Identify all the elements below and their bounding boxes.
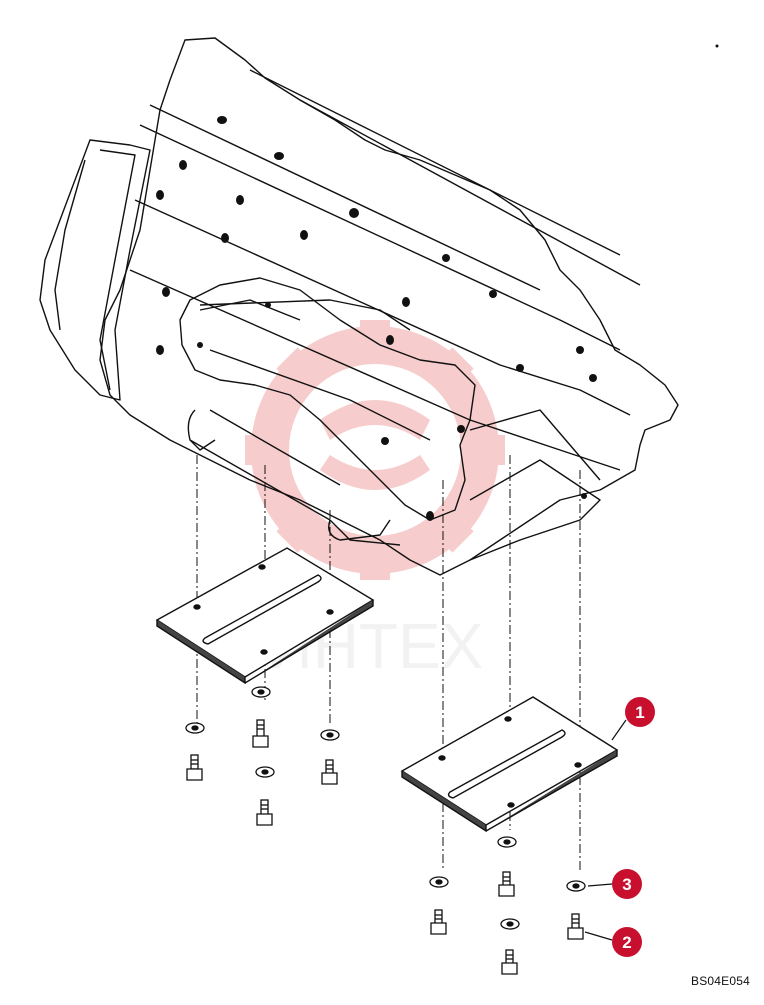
bolt xyxy=(498,871,515,897)
bolt xyxy=(252,719,269,748)
washer xyxy=(497,836,517,848)
frame-assembly xyxy=(39,37,679,576)
callout-3-label: 3 xyxy=(622,875,631,894)
callout-2-label: 2 xyxy=(622,933,631,952)
washer xyxy=(255,766,275,778)
drawing-code: BS04E054 xyxy=(691,974,750,988)
bolt xyxy=(321,759,338,785)
bolts xyxy=(186,719,584,975)
washer xyxy=(429,876,449,888)
callout-1-label: 1 xyxy=(635,703,644,722)
washer xyxy=(320,729,340,741)
washer xyxy=(185,722,205,734)
bolt xyxy=(567,913,584,940)
washers xyxy=(185,686,586,930)
bolt xyxy=(186,754,203,781)
left-wear-plate xyxy=(155,547,375,685)
callout-1: 1 xyxy=(625,697,655,727)
watermark-gear-icon xyxy=(245,320,505,580)
callout-3: 3 xyxy=(612,869,642,899)
callout-2: 2 xyxy=(612,927,642,957)
bolt xyxy=(501,949,518,975)
bolt xyxy=(256,799,273,826)
right-wear-plate xyxy=(400,696,619,833)
callout-leaders xyxy=(584,719,627,941)
washer xyxy=(251,686,271,698)
washer xyxy=(500,918,520,930)
bolt xyxy=(430,909,447,935)
speck xyxy=(715,44,719,48)
frame-holes xyxy=(156,116,597,521)
washer xyxy=(566,880,586,892)
